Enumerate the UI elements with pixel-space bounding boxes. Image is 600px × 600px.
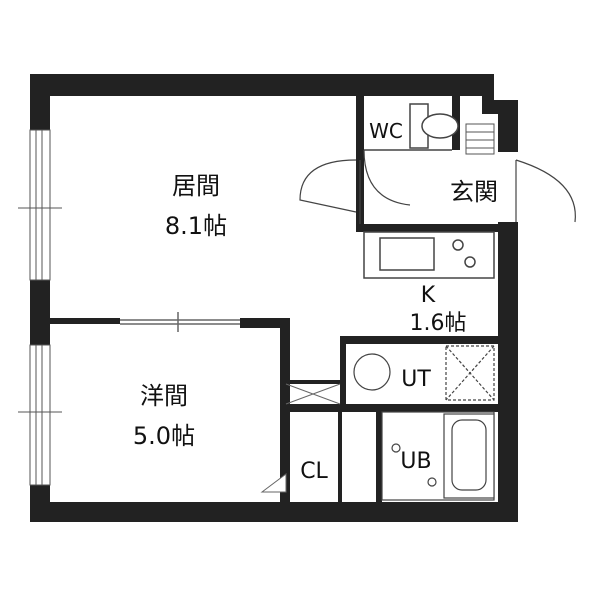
- left-windows: [18, 129, 62, 486]
- kitchen-name: K: [421, 283, 436, 308]
- kitchen-size: 1.6帖: [410, 311, 467, 336]
- entrance-step: [465, 123, 495, 155]
- western-name: 洋間: [140, 382, 188, 410]
- utility-label: UT: [401, 367, 431, 392]
- western-size: 5.0帖: [133, 422, 195, 450]
- living-name: 居間: [172, 172, 220, 200]
- entrance-label: 玄関: [450, 178, 498, 206]
- closet-label: CL: [300, 459, 328, 484]
- sliding-door: [120, 312, 240, 332]
- toilet: [364, 103, 459, 151]
- living-size: 8.1帖: [165, 212, 227, 240]
- kitchen-counter: [363, 231, 495, 279]
- door-swings: [299, 149, 576, 224]
- bath-label: UB: [400, 449, 431, 474]
- utility-fixtures: [353, 345, 495, 401]
- wc-label: WC: [369, 119, 403, 143]
- closet-door: [260, 383, 342, 502]
- bath-fixtures: [381, 411, 495, 501]
